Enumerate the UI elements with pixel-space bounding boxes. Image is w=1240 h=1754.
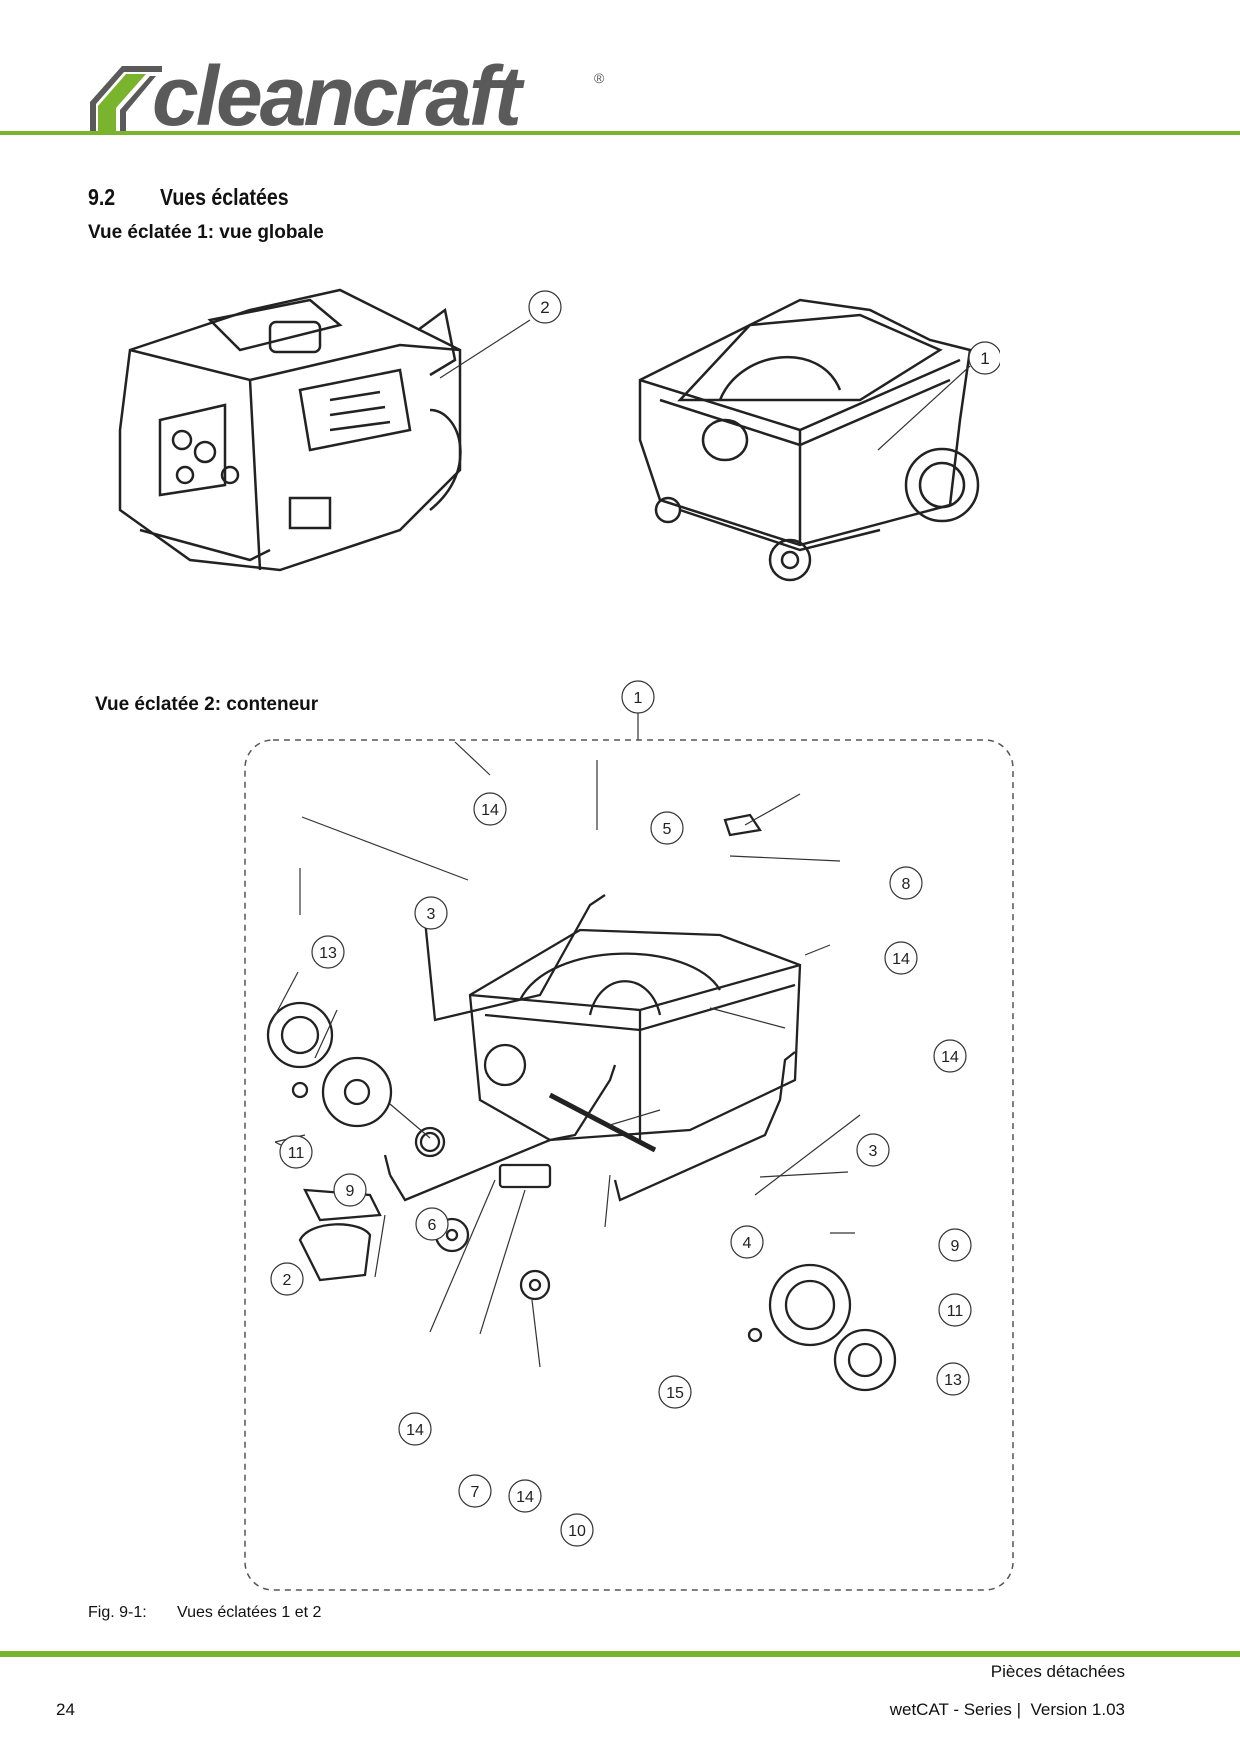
callout-v2-3b: 3 (869, 1143, 878, 1160)
view1-illustration: 2 1 (118, 288, 1000, 582)
view2-title: Vue éclatée 2: conteneur (95, 694, 319, 715)
view2-illustration: 1 14 5 8 3 14 13 14 11 9 3 6 4 9 2 11 13… (244, 680, 1014, 1591)
callout-v2-7: 7 (471, 1484, 480, 1501)
view1-callouts: 2 1 (439, 290, 1000, 451)
callout-v2-4: 4 (743, 1235, 752, 1252)
callout-v2-8: 8 (902, 876, 911, 893)
figure-caption: Vues éclatées 1 et 2 (177, 1604, 322, 1621)
footer-section: Pièces détachées (990, 1662, 1125, 1681)
callout-v2-14b: 14 (892, 951, 910, 968)
header-rule (0, 131, 1240, 135)
callout-v2-14e: 14 (516, 1489, 534, 1506)
logo-mark-icon (90, 66, 162, 134)
figure-label: Fig. 9-1: (88, 1604, 147, 1621)
brand-name: cleancraft (152, 49, 522, 143)
callout-v2-10: 10 (568, 1523, 586, 1540)
registered-mark: ® (594, 70, 605, 86)
callout-v2-3a: 3 (427, 906, 436, 923)
section-number: 9.2 (88, 184, 116, 210)
callout-v2-9a: 9 (346, 1183, 355, 1200)
view1-title: Vue éclatée 1: vue globale (88, 222, 324, 243)
callout-v2-9b: 9 (951, 1238, 960, 1255)
callout-v2-11b: 11 (947, 1303, 964, 1320)
page-number: 24 (56, 1700, 75, 1719)
callout-v1-2: 2 (540, 298, 549, 317)
callout-v2-15: 15 (666, 1385, 684, 1402)
callout-v2-11a: 11 (288, 1145, 305, 1162)
callout-v2-2: 2 (283, 1272, 292, 1289)
callout-v2-13b: 13 (944, 1372, 962, 1389)
callout-v2-13a: 13 (319, 945, 337, 962)
callout-v2-6: 6 (428, 1217, 437, 1234)
callout-v2-14d: 14 (406, 1422, 424, 1439)
assembly-frame (244, 739, 1014, 1591)
brand-logo: cleancraft ® (86, 49, 646, 143)
section-title: Vues éclatées (160, 184, 289, 210)
footer-product: wetCAT - Series | Version 1.03 (889, 1700, 1125, 1719)
callout-v2-14a: 14 (481, 802, 499, 819)
callout-v2-5: 5 (663, 821, 672, 838)
callout-v2-1: 1 (634, 690, 643, 707)
view2-callouts: 1 14 5 8 3 14 13 14 11 9 3 6 4 9 2 11 13… (269, 680, 972, 1547)
footer-rule (0, 1651, 1240, 1657)
callout-v2-14c: 14 (941, 1049, 959, 1066)
callout-v1-1: 1 (980, 349, 989, 368)
